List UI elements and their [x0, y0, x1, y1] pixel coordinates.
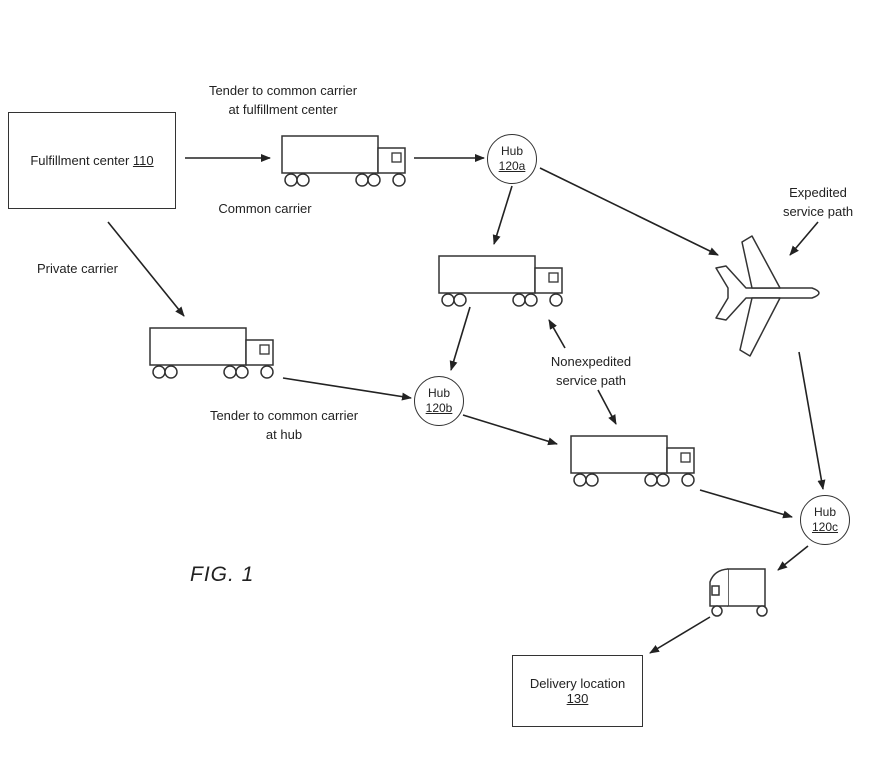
arrow-hub-a-to-truck [492, 185, 513, 245]
figure-caption: FIG. 1 [190, 563, 255, 586]
hub-120b: Hub 120b [414, 376, 464, 426]
private-carrier-label: Private carrier [37, 261, 118, 276]
arrow-hub-b-to-truck [462, 414, 558, 446]
truck-icon [438, 255, 563, 307]
arrow-expedited-label [789, 221, 819, 256]
truck-icon [570, 435, 695, 487]
arrow-hub-c-to-van [777, 545, 809, 571]
arrow-nonexp-up [548, 319, 566, 349]
hub-ref: 120a [498, 159, 526, 173]
nonexpedited-path-label: Nonexpedited service path [550, 354, 632, 388]
arrow-fc-to-private-truck [107, 221, 185, 317]
arrow-truck-to-hub-c [699, 489, 793, 519]
hub-120c: Hub 120c [800, 495, 850, 545]
fulfillment-center-label: Fulfillment center 110 [30, 153, 154, 168]
hub-ref: 120c [811, 520, 839, 534]
arrow-hub-a-to-plane [539, 167, 719, 256]
arrow-van-to-delivery [649, 616, 711, 654]
arrow-nonexp-down [597, 389, 617, 425]
tender-hub-label: Tender to common carrier at hub [209, 408, 359, 442]
hub-label: Hub [813, 505, 836, 519]
truck-icon [149, 327, 274, 379]
delivery-location-label: Delivery location [529, 676, 626, 691]
delivery-location-ref: 130 [566, 691, 589, 706]
delivery-location-box: Delivery location 130 [512, 655, 643, 727]
hub-ref: 120b [425, 401, 453, 415]
delivery-van-icon [709, 568, 768, 617]
hub-label: Hub [500, 144, 523, 158]
airplane-icon [715, 235, 820, 357]
hub-120a: Hub 120a [487, 134, 537, 184]
tender-fc-label: Tender to common carrier at fulfillment … [208, 83, 358, 117]
common-carrier-label: Common carrier [218, 201, 312, 216]
arrow-private-truck-to-hub-b [282, 377, 412, 401]
hub-label: Hub [427, 386, 450, 400]
expedited-path-label: Expedited service path [782, 185, 854, 219]
arrow-truck-to-hub-b [449, 306, 471, 371]
arrow-plane-to-hub-c [798, 351, 826, 490]
truck-icon [281, 135, 406, 187]
fulfillment-center-box: Fulfillment center 110 [8, 112, 176, 209]
